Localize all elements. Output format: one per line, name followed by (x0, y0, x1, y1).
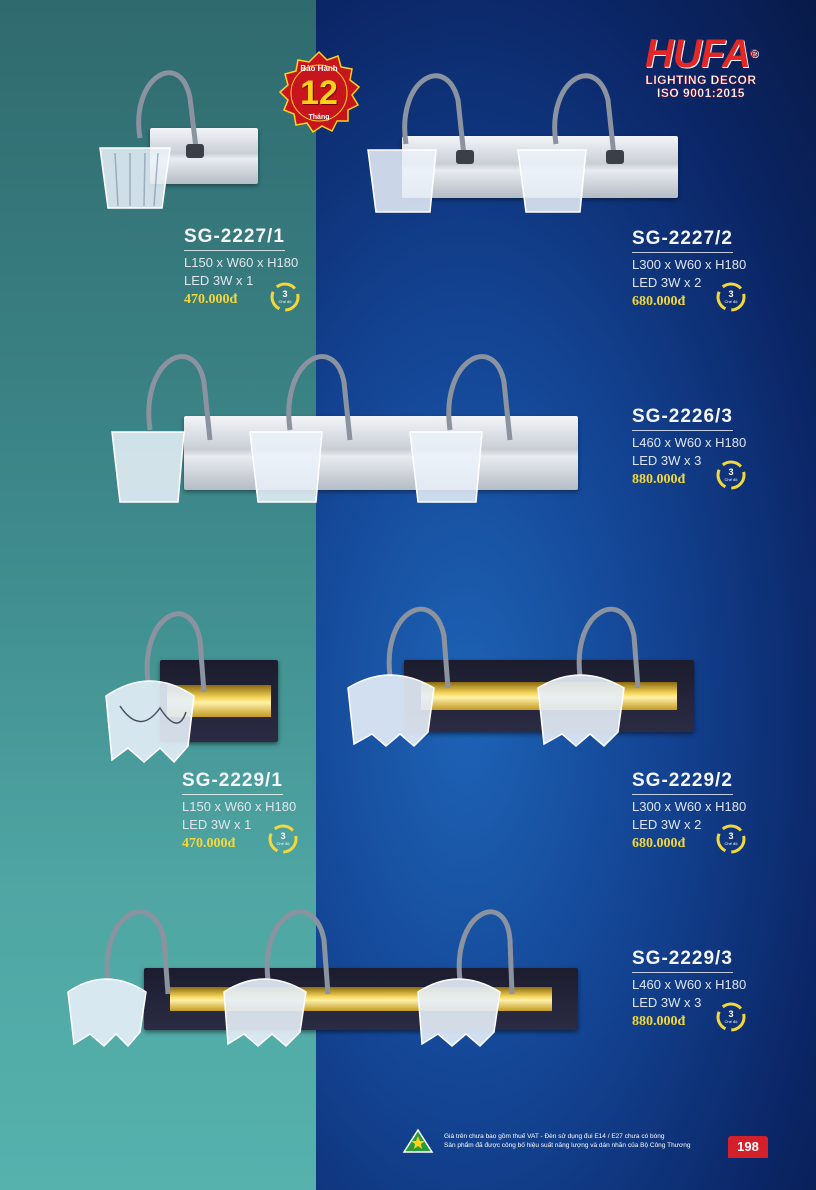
product-led: LED 3W x 3 (632, 995, 702, 1010)
logo-brand-text: HUFA® (645, 32, 758, 76)
product-price: 470.000đ (184, 292, 238, 307)
warranty-seal-icon (278, 50, 361, 134)
product-info: SG-2229/1 L150 x W60 x H180 LED 3W x 1 4… (182, 770, 296, 853)
lamp-shade-icon (99, 70, 204, 209)
product-model: SG-2229/2 (632, 770, 733, 795)
product-model: SG-2229/3 (632, 948, 733, 973)
brand-logo: HUFA® LIGHTING DECOR ISO 9001:2015 (626, 34, 776, 100)
product-led: LED 3W x 2 (632, 817, 702, 832)
mode-ring-icon (270, 282, 300, 312)
mode-ring-icon (268, 824, 298, 854)
lamp-plate (184, 416, 578, 490)
product-size: L150 x W60 x H180 (182, 799, 297, 814)
energy-star-icon (402, 1128, 434, 1153)
product-model: SG-2229/1 (182, 770, 283, 795)
lamp-shade-icon (367, 73, 624, 213)
lamp-shade-icon (347, 606, 641, 748)
lamp-shade-icon (67, 909, 515, 1048)
product-info: SG-2226/3 L460 x W60 x H180 LED 3W x 3 8… (632, 406, 746, 489)
product-model: SG-2227/1 (184, 226, 285, 251)
product-led: LED 3W x 1 (184, 273, 254, 288)
product-info: SG-2229/2 L300 x W60 x H180 LED 3W x 2 6… (632, 770, 746, 853)
product-size: L300 x W60 x H180 (632, 257, 747, 272)
product-model: SG-2227/2 (632, 228, 733, 253)
footer-line-2: Sản phẩm đã được công bố hiệu suất năng … (444, 1142, 691, 1149)
product-price: 880.000đ (632, 472, 686, 487)
product-led: LED 3W x 1 (182, 817, 252, 832)
product-size: L460 x W60 x H180 (632, 435, 747, 450)
product-led: LED 3W x 3 (632, 453, 702, 468)
warranty-badge: Bảo Hành 12 Tháng (276, 50, 362, 136)
lamp-shade-icon (105, 611, 207, 764)
lamp-shade-icon (111, 354, 513, 503)
footer-note: Giá trên chưa bao gồm thuế VAT - Đèn sử … (400, 1132, 770, 1150)
mode-ring-icon (716, 460, 746, 490)
product-info: SG-2227/1 L150 x W60 x H180 LED 3W x 1 4… (184, 226, 298, 309)
footer-line-1: Giá trên chưa bao gồm thuế VAT - Đèn sử … (444, 1133, 665, 1140)
product-price: 680.000đ (632, 294, 686, 309)
product-led: LED 3W x 2 (632, 275, 702, 290)
product-price: 880.000đ (632, 1014, 686, 1029)
product-size: L150 x W60 x H180 (184, 255, 299, 270)
product-size: L300 x W60 x H180 (632, 799, 747, 814)
product-price: 470.000đ (182, 836, 236, 851)
product-model: SG-2226/3 (632, 406, 733, 431)
logo-iso: ISO 9001:2015 (657, 86, 745, 100)
product-price: 680.000đ (632, 836, 686, 851)
page-number: 198 (728, 1136, 768, 1158)
mode-ring-icon (716, 1002, 746, 1032)
mode-ring-icon (716, 282, 746, 312)
warranty-number: 12 (300, 74, 338, 112)
warranty-bottom-text: Tháng (308, 114, 330, 121)
product-info: SG-2229/3 L460 x W60 x H180 LED 3W x 3 8… (632, 948, 746, 1031)
logo-tagline: LIGHTING DECOR (645, 73, 757, 87)
mode-ring-icon (716, 824, 746, 854)
product-size: L460 x W60 x H180 (632, 977, 747, 992)
warranty-top-text: Bảo Hành (300, 64, 338, 73)
product-info: SG-2227/2 L300 x W60 x H180 LED 3W x 2 6… (632, 228, 746, 311)
